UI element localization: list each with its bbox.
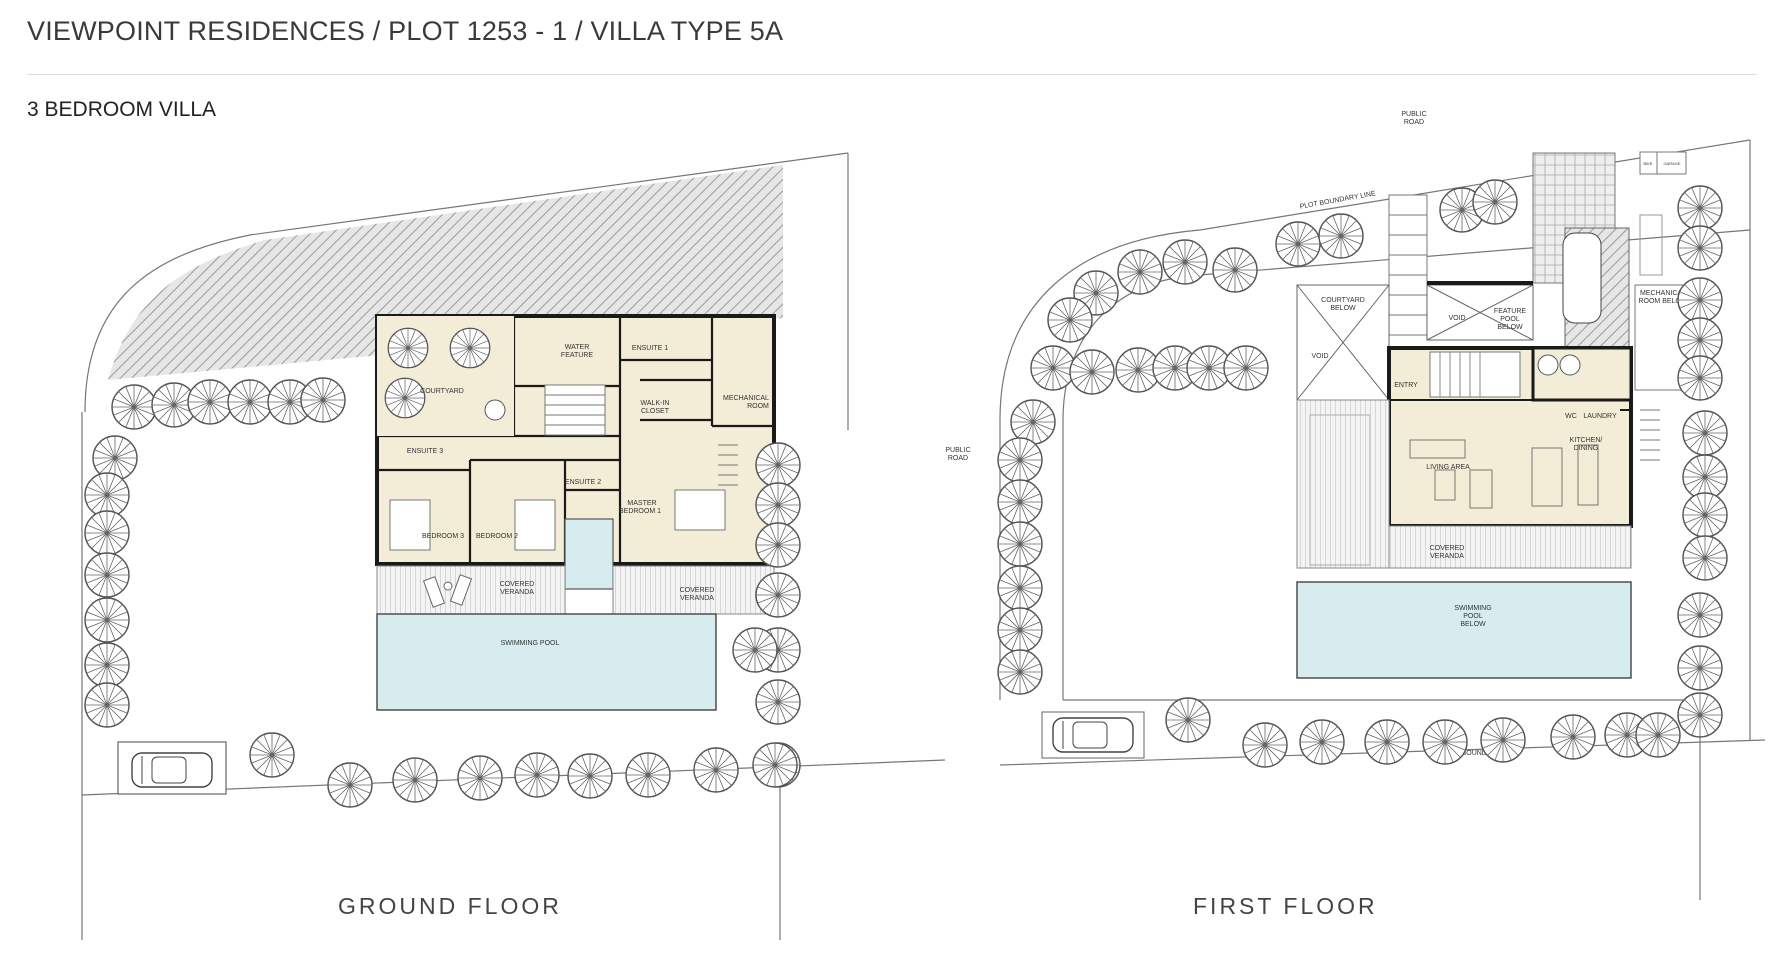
- label-plot-boundary-bottom: PLOT BOUNDARY LINE: [1441, 750, 1518, 757]
- label-entry: ENTRY: [1394, 382, 1418, 389]
- room-label-courtyard: COURTYARD: [420, 388, 464, 395]
- room-label-bedroom-2: BEDROOM 2: [476, 533, 518, 540]
- villa-subtitle: 3 BEDROOM VILLA: [27, 98, 217, 121]
- label-courtyard-below: COURTYARD: [1321, 297, 1365, 304]
- page-title: VIEWPOINT RESIDENCES / PLOT 1253 - 1 / V…: [27, 16, 784, 46]
- label-living-area: LIVING AREA: [1426, 464, 1470, 471]
- covered-veranda-left: [376, 565, 566, 615]
- room-label-ensuite-1: ENSUITE 1: [632, 345, 668, 352]
- label-courtyard-below-2: BELOW: [1330, 305, 1356, 312]
- label-void-1: VOID: [1311, 353, 1328, 360]
- courtyard-tree-icon: [387, 327, 429, 369]
- car-icon-first-floor: [1052, 717, 1134, 753]
- title-divider: [27, 74, 1757, 75]
- room-label-ensuite-2: ENSUITE 2: [565, 479, 601, 486]
- room-label-veranda-1b: VERANDA: [500, 589, 534, 596]
- label-veranda-2: VERANDA: [1430, 553, 1464, 560]
- room-label-bedroom-3: BEDROOM 3: [422, 533, 464, 540]
- room-label-veranda-2b: VERANDA: [680, 595, 714, 602]
- label-veranda: COVERED: [1430, 545, 1465, 552]
- room-label-veranda-1: COVERED: [500, 581, 535, 588]
- label-pool-below: SWIMMING: [1454, 605, 1491, 612]
- room-label-master: MASTER: [627, 500, 656, 507]
- label-kitchen-2: DINING: [1574, 445, 1599, 452]
- room-label-water-feature: WATER: [565, 344, 590, 351]
- label-mech-below: MECHANICAL: [1640, 290, 1686, 297]
- label-laundry: LAUNDRY: [1583, 413, 1617, 420]
- room-label-mechanical-2: ROOM: [747, 403, 769, 410]
- label-feature-pool-2: POOL: [1500, 316, 1520, 323]
- first-floor-veranda: [1388, 525, 1632, 569]
- label-wc: WC: [1565, 413, 1577, 420]
- label-feature-pool-3: BELOW: [1497, 324, 1523, 331]
- label-mech-below-2: ROOM BELOW: [1638, 298, 1687, 305]
- car-icon: [131, 752, 213, 788]
- label-public-road-left: PUBLIC: [945, 447, 970, 454]
- label-pool-below-3: BELOW: [1460, 621, 1486, 628]
- label-void-2: VOID: [1448, 315, 1465, 322]
- room-label-walkin-2: CLOSET: [641, 408, 670, 415]
- label-public-road-top: PUBLIC: [1401, 111, 1426, 118]
- room-label-mechanical: MECHANICAL: [723, 395, 769, 402]
- ground-swimming-pool: [376, 613, 717, 711]
- label-garage: GARAGE: [1663, 161, 1680, 166]
- covered-veranda-right: [612, 565, 775, 615]
- label-pool-below-2: POOL: [1463, 613, 1483, 620]
- ground-floor-plan: COURTYARD WATER FEATURE ENSUITE 1 WALK-I…: [81, 152, 946, 940]
- label-feature-pool: FEATURE: [1494, 308, 1526, 315]
- label-public-road-left-2: ROAD: [948, 455, 968, 462]
- plot-boundary-line: [84, 152, 849, 413]
- first-floor-pool-below: [1296, 581, 1632, 679]
- room-label-water-feature-2: FEATURE: [561, 352, 593, 359]
- ground-floor-label: GROUND FLOOR: [338, 893, 562, 919]
- room-label-walkin: WALK-IN: [641, 400, 670, 407]
- label-public-road-top-2: ROAD: [1404, 119, 1424, 126]
- room-label-master-2: BEDROOM 1: [619, 508, 661, 515]
- room-label-veranda-2: COVERED: [680, 587, 715, 594]
- first-floor-label: FIRST FLOOR: [1193, 893, 1378, 919]
- room-label-swimming-pool: SWIMMING POOL: [501, 640, 560, 647]
- label-kitchen: KITCHEN/: [1570, 437, 1603, 444]
- label-bike: BIKE: [1643, 161, 1652, 166]
- first-floor-plan: PUBLIC ROAD PUBLIC ROAD PLOT BOUNDARY LI…: [945, 110, 1766, 900]
- room-label-ensuite-3: ENSUITE 3: [407, 448, 443, 455]
